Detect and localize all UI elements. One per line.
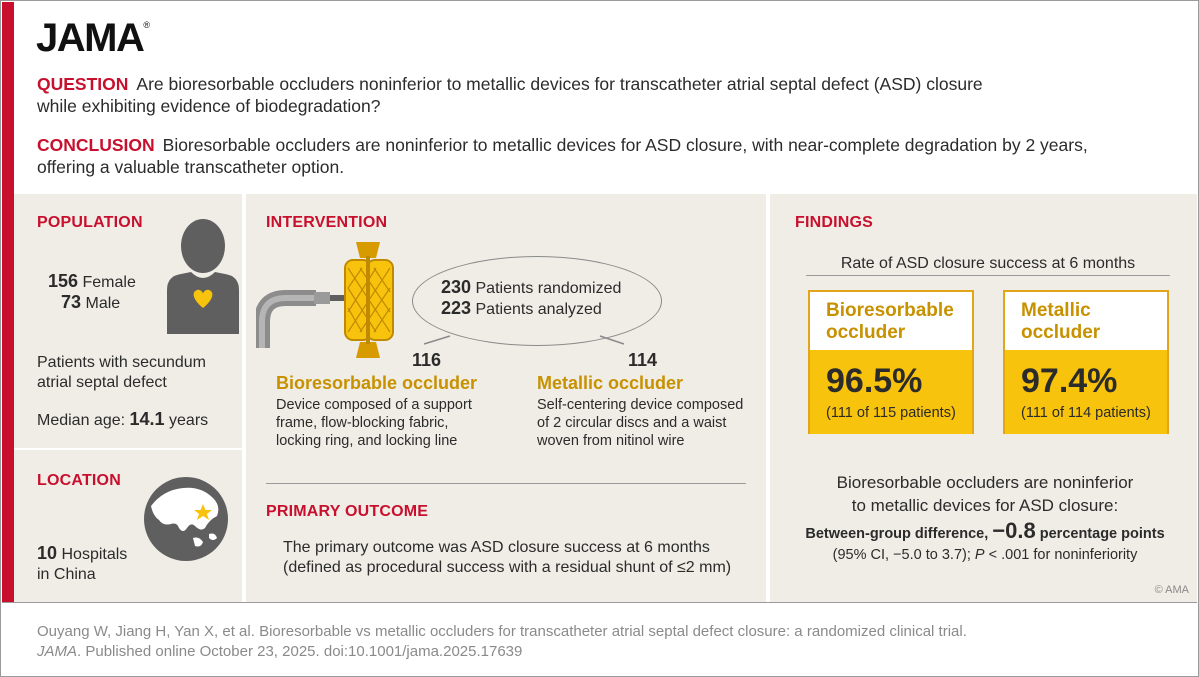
population-heading: POPULATION [37,214,143,231]
conclusion-block: CONCLUSION Bioresorbable occluders are no… [37,134,1177,178]
primary-outcome-text: The primary outcome was ASD closure succ… [283,539,732,576]
analyzed-count: 223 Patients analyzed [441,298,602,318]
arm2-count: 114 [628,350,658,370]
citation-divider [2,602,1197,603]
arm2-name: Metallic occluder [537,373,684,393]
intervention-heading: INTERVENTION [266,214,388,231]
findings-heading: FINDINGS [795,214,874,231]
occluder-device-icon [256,242,394,358]
conclusion-text-2: offering a valuable transcatheter option… [37,157,345,177]
arm1-count: 116 [412,350,442,370]
findings-subtitle: Rate of ASD closure success at 6 months [840,255,1136,272]
question-block: QUESTION Are bioresorbable occluders noni… [37,73,1177,117]
conclusion-label: CONCLUSION [37,135,155,155]
copyright: © AMA [1154,584,1189,596]
female-count: 156 Female [48,271,136,291]
primary-outcome-heading: PRIMARY OUTCOME [266,503,429,520]
question-text-2: while exhibiting evidence of biodegradat… [37,96,381,116]
box2-percentage: 97.4% [1021,362,1118,400]
location-heading: LOCATION [37,472,121,489]
citation: Ouyang W, Jiang H, Yan X, et al. Bioreso… [37,623,967,660]
accent-bar [2,2,14,602]
arm1-name: Bioresorbable occluder [276,373,478,393]
between-group-difference: Between-group difference, −0.8 percentag… [805,518,1165,543]
box1-count: (111 of 115 patients) [826,405,956,421]
male-count: 73 Male [61,292,121,312]
globe-icon [144,477,228,561]
box2-fill [1005,350,1167,434]
population-divider [14,448,242,450]
randomized-count: 230 Patients randomized [441,277,622,297]
box1-percentage: 96.5% [826,362,923,400]
question-text-1: Are bioresorbable occluders noninferior … [136,74,983,94]
journal-logo: JAMA® [36,16,150,60]
question-label: QUESTION [37,74,129,94]
randomization-ellipse [412,256,662,346]
intervention-divider [266,483,746,484]
confidence-interval: (95% CI, −5.0 to 3.7); P < .001 for noni… [832,547,1138,563]
median-age: Median age: 14.1 years [37,409,209,429]
box2-count: (111 of 114 patients) [1021,405,1151,421]
findings-divider [806,275,1170,276]
branch-lines [423,335,625,345]
conclusion-text-1: Bioresorbable occluders are noninferior … [162,135,1088,155]
box1-fill [810,350,972,434]
person-icon [167,219,239,334]
